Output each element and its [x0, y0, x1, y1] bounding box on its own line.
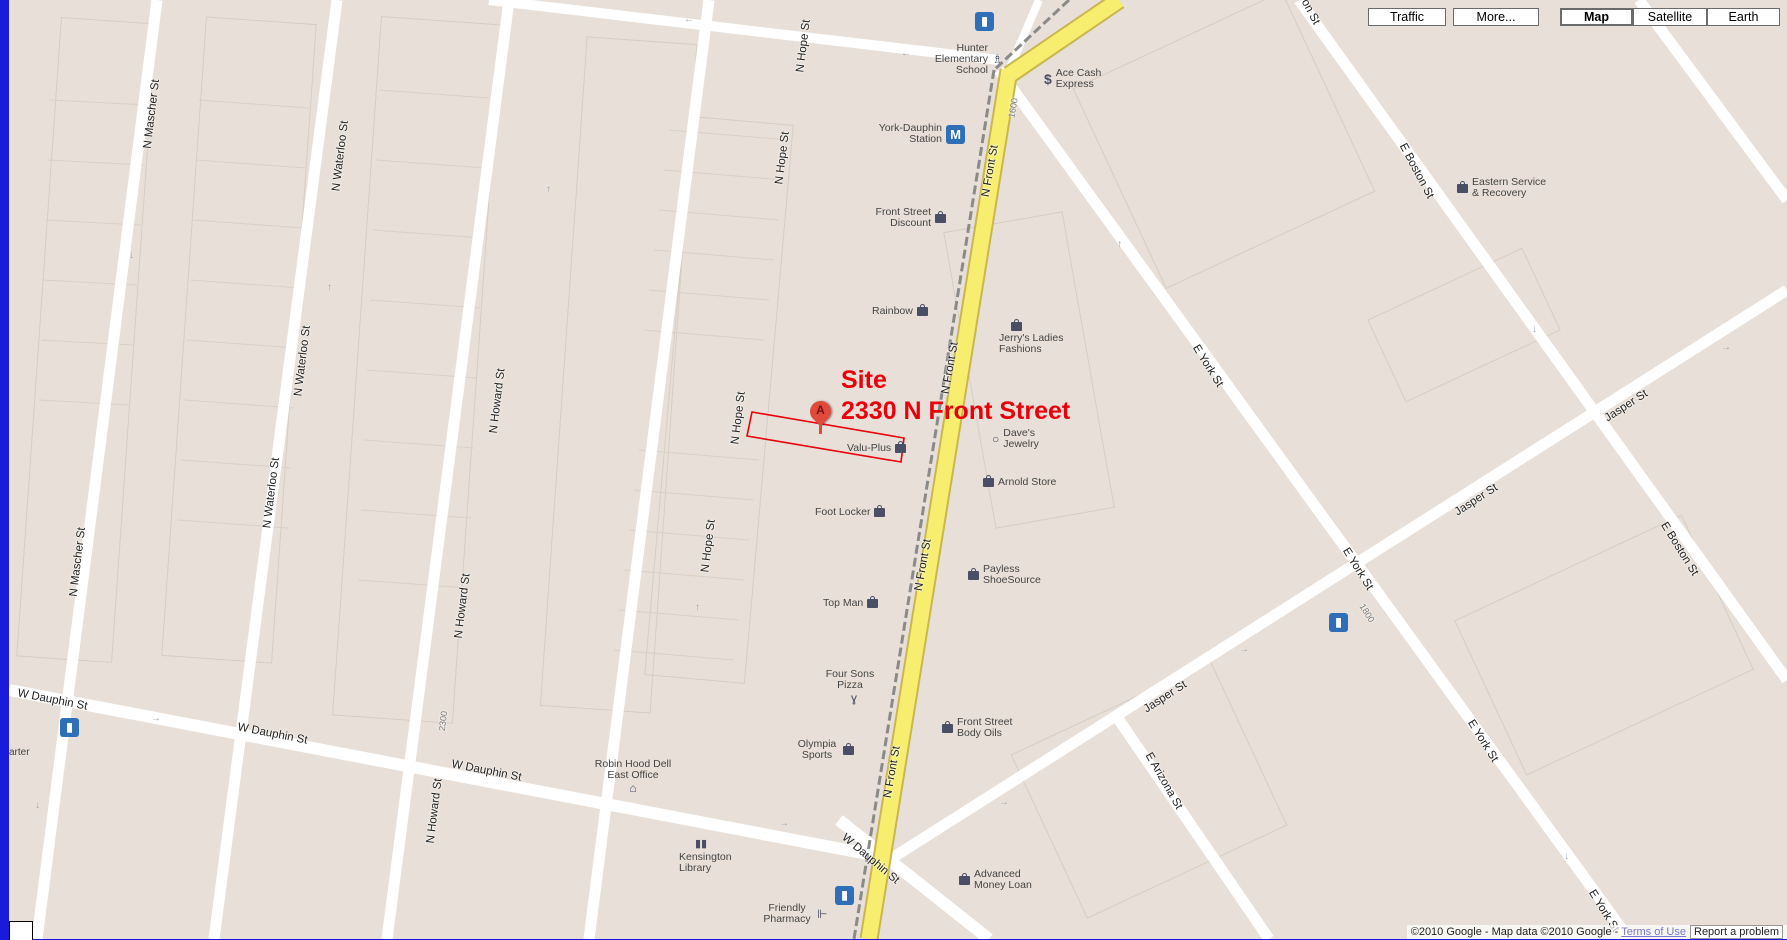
poi-label: Dave's Jewelry: [1003, 427, 1039, 450]
poi-payless[interactable]: Payless ShoeSource: [968, 564, 1049, 586]
shopping-bag-icon: [935, 210, 946, 223]
poi-robin-hood[interactable]: Robin Hood Dell East Office ⌂: [593, 758, 673, 795]
poi-valu-plus[interactable]: Valu-Plus: [847, 441, 907, 454]
pharmacy-icon: ⊩: [817, 906, 828, 921]
poi-front-street-body[interactable]: Front Street Body Oils: [942, 717, 1021, 739]
shopping-bag-icon: [874, 505, 886, 517]
poi-label: Rainbow: [872, 305, 913, 317]
svg-text:→: →: [1239, 644, 1249, 655]
poi-label: Front Street Discount: [875, 206, 931, 229]
poi-jerrys[interactable]: Jerry's Ladies Fashions: [999, 319, 1073, 355]
poi-label: Jerry's Ladies Fashions: [999, 332, 1064, 355]
poi-label: Advanced Money Loan: [974, 868, 1032, 891]
poi-label: Hunter Elementary School: [934, 42, 988, 76]
marker-letter: A: [816, 403, 825, 417]
poi-label: Olympia Sports: [797, 738, 837, 761]
bus-stop-icon[interactable]: ▮: [835, 886, 854, 905]
svg-text:↑: ↑: [546, 184, 551, 195]
shopping-bag-icon: [959, 872, 970, 885]
marker-stem: [819, 422, 822, 434]
poi-label-partial: arter: [9, 747, 30, 758]
poi-daves-jewelry[interactable]: ○ Dave's Jewelry: [992, 428, 1049, 450]
bus-stop-icon[interactable]: ▮: [60, 718, 79, 737]
poi-arnold-store[interactable]: Arnold Store: [983, 475, 1057, 488]
site-address: 2330 N Front Street: [841, 397, 1071, 425]
site-title: Site: [841, 366, 887, 394]
svg-text:→: →: [779, 818, 789, 829]
corner-box: [9, 921, 33, 940]
svg-text:→: →: [151, 713, 161, 724]
svg-text:←: ←: [901, 48, 911, 59]
svg-text:↑: ↑: [1117, 239, 1122, 250]
svg-text:↑: ↑: [327, 282, 332, 293]
poi-kensington-library[interactable]: ▮▮ Kensington Library: [679, 839, 739, 874]
poi-label: Top Man: [823, 597, 864, 609]
poi-foot-locker[interactable]: Foot Locker: [815, 505, 886, 518]
shopping-bag-icon: [895, 441, 907, 453]
svg-text:↓: ↓: [129, 250, 134, 261]
poi-eastern-service[interactable]: Eastern Service & Recovery: [1457, 177, 1552, 199]
svg-text:↓: ↓: [1532, 324, 1537, 335]
poi-label: York-Dauphin Station: [878, 122, 942, 145]
site-label: Site 2330 N Front Street: [841, 365, 1070, 427]
subway-icon: M: [946, 124, 965, 144]
shopping-bag-icon: [916, 304, 928, 316]
satellite-type-button[interactable]: Satellite: [1633, 8, 1707, 26]
svg-text:↓: ↓: [35, 800, 40, 811]
poi-rainbow[interactable]: Rainbow: [872, 304, 928, 317]
shopping-bag-icon: [843, 742, 854, 755]
shopping-bag-icon: [942, 720, 953, 733]
school-icon: ♗: [992, 52, 1003, 66]
poi-label: Kensington Library: [679, 851, 732, 874]
government-building-icon: ⌂: [629, 781, 637, 795]
poi-label: Friendly Pharmacy: [763, 902, 811, 925]
book-icon: ▮▮: [695, 838, 708, 850]
svg-text:←: ←: [684, 14, 694, 25]
map-roads: ← ← → → ↑ ↓ → → → ↓ ↑ ↓ ↑ ↑ ↓: [9, 0, 1787, 939]
traffic-button[interactable]: Traffic: [1368, 8, 1446, 26]
dollar-icon: $: [1044, 70, 1052, 87]
poi-label: Valu-Plus: [847, 442, 892, 454]
svg-text:→: →: [1721, 342, 1731, 353]
poi-label: Front Street Body Oils: [957, 716, 1013, 739]
poi-ace-cash[interactable]: $ Ace Cash Express: [1044, 68, 1116, 90]
copyright-text: ©2010 Google - Map data ©2010 Google -: [1410, 926, 1622, 938]
poi-top-man[interactable]: Top Man: [823, 596, 879, 609]
poi-four-sons[interactable]: Four Sons Pizza ɣ: [823, 668, 877, 705]
poi-label: Payless ShoeSource: [983, 563, 1041, 586]
poi-york-dauphin-station[interactable]: York-Dauphin Station M: [874, 123, 965, 145]
poi-label: Four Sons Pizza: [825, 668, 875, 691]
shopping-bag-icon: [1011, 319, 1022, 331]
poi-advanced-money-loan[interactable]: Advanced Money Loan: [959, 869, 1038, 891]
poi-label: Arnold Store: [998, 476, 1057, 488]
restaurant-icon: ɣ: [850, 691, 857, 705]
poi-label: Eastern Service & Recovery: [1472, 176, 1547, 199]
poi-friendly-pharmacy[interactable]: Friendly Pharmacy ⊩: [761, 903, 827, 925]
earth-type-button[interactable]: Earth: [1707, 8, 1780, 26]
svg-text:↓: ↓: [1564, 851, 1569, 862]
shopping-bag-icon: [1457, 180, 1468, 193]
poi-label: Robin Hood Dell East Office: [594, 758, 672, 781]
report-problem-link[interactable]: Report a problem: [1690, 925, 1783, 939]
poi-label: Foot Locker: [815, 506, 871, 518]
ring-icon: ○: [992, 431, 1000, 446]
poi-hunter-school[interactable]: Hunter Elementary School ♗: [928, 43, 1003, 76]
poi-olympia[interactable]: Olympia Sports: [795, 739, 854, 761]
bus-stop-icon[interactable]: ▮: [975, 12, 994, 31]
more-button[interactable]: More...: [1453, 8, 1539, 26]
svg-text:→: →: [999, 797, 1009, 808]
bus-stop-icon[interactable]: ▮: [1329, 613, 1348, 632]
terms-of-use-link[interactable]: Terms of Use: [1621, 926, 1686, 938]
poi-label: Ace Cash Express: [1055, 67, 1102, 90]
poi-front-street-discount[interactable]: Front Street Discount: [859, 207, 946, 229]
shopping-bag-icon: [867, 596, 879, 608]
map-canvas[interactable]: ← ← → → ↑ ↓ → → → ↓ ↑ ↓ ↑ ↑ ↓ Traffic More... M…: [9, 0, 1787, 939]
shopping-bag-icon: [968, 567, 979, 580]
shopping-bag-icon: [983, 475, 994, 487]
map-type-button[interactable]: Map: [1560, 8, 1633, 26]
map-footer: ©2010 Google - Map data ©2010 Google - T…: [1406, 925, 1787, 939]
svg-text:↑: ↑: [695, 602, 700, 613]
